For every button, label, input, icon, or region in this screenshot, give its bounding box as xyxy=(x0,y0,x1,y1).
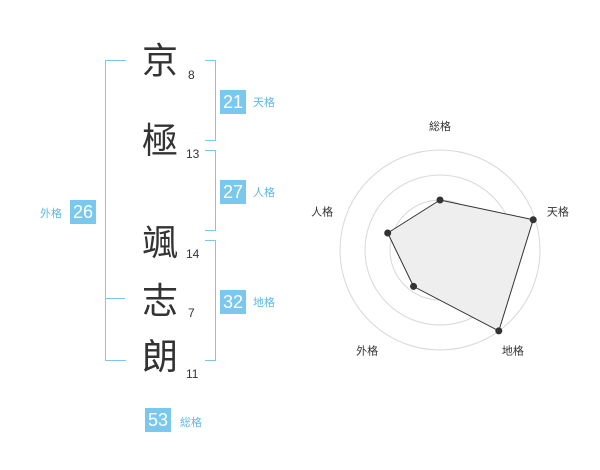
soukaku-label: 総格 xyxy=(180,416,202,429)
stroke-count-5: 11 xyxy=(186,367,199,381)
radar-axis-label: 地格 xyxy=(502,343,524,357)
radar-points xyxy=(384,196,537,335)
chikaku-bracket xyxy=(205,240,216,361)
name-char-4: 志 xyxy=(141,281,178,322)
radar-ring-4 xyxy=(339,149,541,351)
gaikaku-bracket-divider xyxy=(105,298,125,299)
radar-point-総格 xyxy=(436,196,444,204)
stroke-count-2: 13 xyxy=(186,147,200,161)
radar-axis-label: 総格 xyxy=(429,119,451,133)
radar-point-外格 xyxy=(410,282,418,290)
stroke-count-1: 8 xyxy=(188,68,195,82)
radar-axis-label: 人格 xyxy=(311,205,333,219)
jinkaku-value-badge: 27 xyxy=(220,180,246,204)
jinkaku-bracket xyxy=(205,150,216,231)
gaikaku-bracket xyxy=(105,60,126,361)
name-char-5: 朗 xyxy=(141,337,178,378)
gaikaku-label: 外格 xyxy=(40,207,62,220)
name-char-2: 極 xyxy=(141,121,178,162)
stroke-count-4: 7 xyxy=(188,306,195,320)
radar-point-地格 xyxy=(495,327,503,335)
stroke-count-3: 14 xyxy=(186,247,200,261)
tenkaku-label: 天格 xyxy=(253,96,275,109)
tenkaku-bracket xyxy=(205,60,216,141)
radar-axis-label: 天格 xyxy=(547,205,569,219)
tenkaku-value-badge: 21 xyxy=(220,90,246,114)
radar-point-天格 xyxy=(529,216,537,224)
radar-point-人格 xyxy=(384,229,392,237)
radar-axis-label: 外格 xyxy=(356,343,378,357)
gaikaku-value-badge: 26 xyxy=(70,200,96,224)
name-char-3: 颯 xyxy=(141,223,178,264)
soukaku-value-badge: 53 xyxy=(145,408,171,432)
name-char-1: 京 xyxy=(141,41,178,82)
radar-polygon xyxy=(387,199,534,332)
jinkaku-label: 人格 xyxy=(253,186,275,199)
chikaku-label: 地格 xyxy=(253,296,275,309)
chikaku-value-badge: 32 xyxy=(220,290,246,314)
